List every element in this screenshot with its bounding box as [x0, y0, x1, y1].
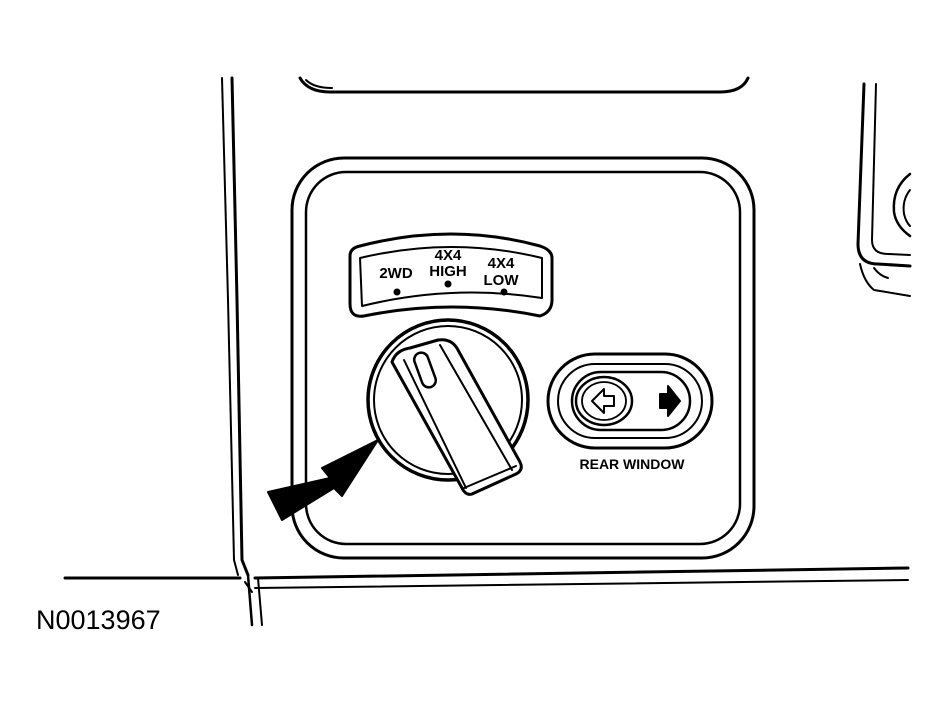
arrow-left-outline-icon — [591, 388, 615, 414]
upper-bezel — [298, 76, 750, 94]
mode-4x4-low-label-bottom: LOW — [484, 272, 520, 289]
mode-4x4-high-label-top: 4X4 — [435, 247, 462, 264]
mode-2wd-dot — [393, 288, 401, 296]
dash-trim-bottom — [63, 566, 910, 593]
mode-4x4-low-label-top: 4X4 — [488, 255, 515, 272]
rear-window-left-button[interactable] — [574, 375, 634, 427]
switch-bezel — [290, 156, 756, 560]
rear-window-label: REAR WINDOW — [580, 456, 686, 472]
transfer-case-knob[interactable] — [366, 318, 530, 496]
mode-4x4-high-label-bottom: HIGH — [429, 263, 467, 280]
arrow-right-solid-icon[interactable] — [659, 385, 681, 417]
dash-trim-left — [221, 76, 263, 627]
mode-4x4-high-dot — [444, 280, 452, 288]
mode-label-plate — [348, 232, 554, 318]
mode-4x4-low-dot — [500, 288, 508, 296]
mode-2wd-label: 2WD — [379, 265, 413, 282]
right-trim — [856, 82, 912, 297]
figure-id: N0013967 — [36, 605, 161, 635]
callout-arrow — [267, 439, 379, 521]
rear-window-switch[interactable] — [546, 352, 714, 450]
